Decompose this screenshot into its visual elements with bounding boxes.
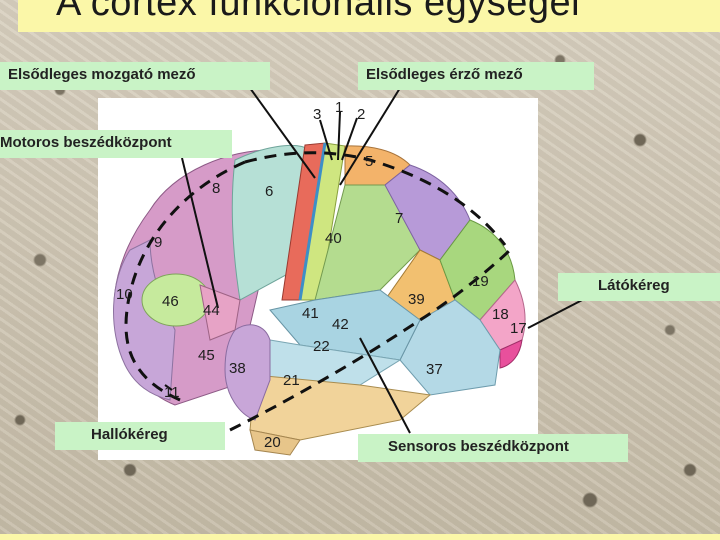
area-3-label: 3 bbox=[313, 106, 321, 123]
area-19-label: 19 bbox=[472, 273, 489, 290]
area-8-label: 8 bbox=[212, 180, 220, 197]
area-20-label: 20 bbox=[264, 434, 281, 451]
area-37-label: 37 bbox=[426, 361, 443, 378]
area-39-label: 39 bbox=[408, 291, 425, 308]
area-5-label: 5 bbox=[365, 153, 373, 170]
area-6-label: 6 bbox=[265, 183, 273, 200]
area-44-label: 44 bbox=[203, 302, 220, 319]
label-primary-motor: Elsődleges mozgató mező bbox=[0, 62, 270, 90]
area-7-label: 7 bbox=[395, 210, 403, 227]
area-9-label: 9 bbox=[154, 234, 162, 251]
area-45-label: 45 bbox=[198, 347, 215, 364]
area-40-label: 40 bbox=[325, 230, 342, 247]
area-21-label: 21 bbox=[283, 372, 300, 389]
area-22-label: 22 bbox=[313, 338, 330, 355]
area-17-label: 17 bbox=[510, 320, 527, 337]
area-10-label: 10 bbox=[116, 286, 133, 303]
area-38-label: 38 bbox=[229, 360, 246, 377]
area-18-label: 18 bbox=[492, 306, 509, 323]
area-21-region bbox=[250, 375, 430, 440]
label-primary-sensory: Elsődleges érző mező bbox=[358, 62, 594, 90]
label-auditory: Hallókéreg bbox=[55, 422, 225, 450]
bottom-bar bbox=[0, 534, 720, 540]
label-visual: Látókéreg bbox=[558, 273, 720, 301]
area-42-label: 42 bbox=[332, 316, 349, 333]
label-motor-speech: Motoros beszédközpont bbox=[0, 130, 232, 158]
area-46-label: 46 bbox=[162, 293, 179, 310]
area-41-label: 41 bbox=[302, 305, 319, 322]
area-11-label: 11 bbox=[164, 384, 180, 401]
label-sensory-speech: Sensoros beszédközpont bbox=[358, 434, 628, 462]
area-2-label: 2 bbox=[357, 106, 365, 123]
area-1-label: 1 bbox=[335, 99, 343, 116]
